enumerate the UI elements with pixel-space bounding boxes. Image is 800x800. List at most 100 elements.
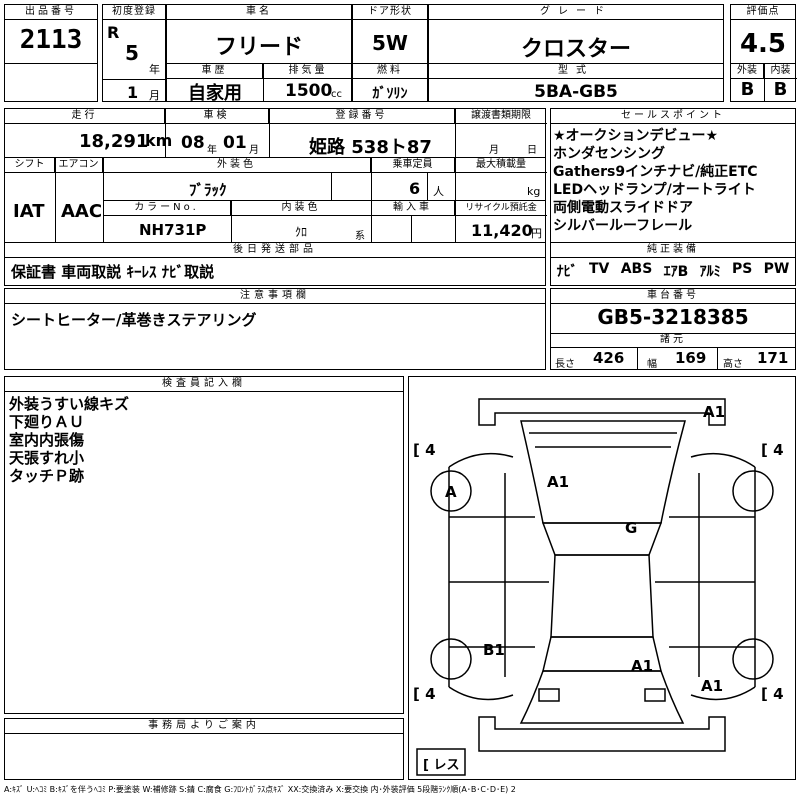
door-cell: ドア形状 5W 燃料 ｶﾞｿﾘﾝ [352,4,428,102]
tire-front-left: [ 4 [413,441,436,459]
equipment-item: PW [763,261,790,277]
sales-point: 両側電動スライドドア [553,200,693,216]
recycle-unit: 円 [531,227,542,240]
inspector-label: 検査員記入欄 [5,377,403,392]
equipment-item: TV [588,261,610,277]
max-load-unit: kg [527,185,541,198]
inspection-month: 01 [223,133,247,153]
sales-points-list: ★オークションデビュー★ ホンダセンシング Gathers9インチナビ/純正ET… [553,127,758,235]
chassis-label: 車台番号 [551,289,795,304]
inspector-note: 天張すれ小 [9,449,85,467]
grade: クロスター [520,37,631,62]
parts-label: 後日発送部品 [5,243,545,258]
height: 171 [757,349,789,367]
tire-rear-right: [ 4 [761,685,784,703]
max-load-label: 最大積載量 [455,158,547,173]
sales-points-label: セールスポイント [551,109,795,124]
width-label: 幅 [647,359,657,370]
model-label: 型式 [429,64,723,79]
capacity: 6 [409,179,421,198]
car-diagram: [ 4 [ 4 [ 4 [ 4 [ レス A1 A1 A G B1 A1 A1 [413,398,784,776]
inspection-year: 08 [181,133,205,153]
model-code: 5BA-GB5 [534,82,618,102]
grade-label: グレード [429,5,723,20]
notes-text: シートヒーター/革巻きステアリング [11,311,257,329]
tire-rear-left: [ 4 [413,685,436,703]
car-name: フリード [214,35,303,60]
door-label: ドア形状 [353,5,427,20]
inspector-note: 外装うすい線キズ [9,395,130,413]
first-registration-label: 初度登録 [103,5,165,20]
import-label: 輸入車 [371,201,455,216]
sales-point: ホンダセンシング [553,146,665,162]
mark-front-bumper: A1 [703,403,725,421]
later-shipped-parts: 保証書 車両取説 ｷｰﾚｽ ﾅﾋﾞ取説 [11,263,215,281]
height-label: 高さ [723,359,743,370]
spec-label: 諸元 [551,333,795,348]
interior-color-suffix: 系 [355,231,365,242]
inspector-block: 検査員記入欄 外装うすい線キズ 下廻りＡＵ 室内内張傷 天張すれ小 タッチＰ跡 [4,376,404,714]
lot-number: 2113 [19,25,83,55]
equipment-label: 純正装備 [551,243,795,258]
transfer-label: 譲渡書類期限 [455,109,547,124]
equipment-item: ABS [620,261,653,277]
inspector-notes: 外装うすい線キズ 下廻りＡＵ 室内内張傷 天張すれ小 タッチＰ跡 [9,395,129,485]
equipment-item: PS [731,261,753,277]
vehicle-info-block: 走行 車検 登録番号 譲渡書類期限 18,291 km 08 年 01 月 姫路… [4,108,547,286]
evaluation-score: 4.5 [739,29,787,59]
mark-hood: A1 [547,473,569,491]
door-type: 5W [372,31,408,55]
score-cell: 評価点 4.5 外装 内装 B B [730,4,797,102]
transfer-month-unit: 月 [489,145,499,156]
lot-number-label: 出品番号 [5,5,97,20]
interior-color: ｸﾛ [295,225,308,239]
capacity-label: 乗車定員 [371,158,455,173]
sales-point: ★オークションデビュー★ [553,128,719,144]
inspector-note: 下廻りＡＵ [9,413,85,431]
color-number: NH731P [139,221,207,239]
displacement-unit: cc [331,89,342,100]
sales-points-block: セールスポイント ★オークションデビュー★ ホンダセンシング Gathers9イ… [550,108,796,286]
color-number-label: カラーNo. [103,201,231,216]
shift-label: シフト [5,158,55,173]
ac-label: エアコン [55,158,103,173]
length-label: 長さ [555,359,575,370]
recycle-label: リサイクル預託金 [455,201,547,216]
interior-grade-label: 内装 [764,64,797,79]
inspector-note: 室内内張傷 [9,431,85,449]
tire-front-right: [ 4 [761,441,784,459]
office-block: 事務局よりご案内 [4,718,404,780]
mileage: 18,291 [79,131,149,152]
mark-rear-bumper: A1 [701,677,723,695]
exterior-color-label: 外装色 [103,158,371,173]
car-name-label: 車名 [167,5,351,20]
chassis-number: GB5-3218385 [597,305,749,329]
notes-label: 注意事項欄 [5,289,545,304]
registration-month: 1 [127,83,139,102]
era: R [107,23,120,42]
equipment-item: ｴｱB [663,264,689,280]
width: 169 [675,349,707,367]
exterior-grade: B [740,79,755,100]
capacity-unit: 人 [433,185,444,198]
mark-left-rear-door: B1 [483,641,505,659]
interior-grade: B [773,79,788,100]
mark-roof: G [625,519,637,537]
equipment-list: ﾅﾋﾞ TV ABS ｴｱB ｱﾙﾐ PS PW [551,261,795,281]
inspection-year-unit: 年 [207,145,217,156]
fuel: ｶﾞｿﾘﾝ [372,86,408,102]
registration-plate: 姫路 538ト87 [309,137,432,158]
sales-point: シルバールーフレール [553,218,693,234]
car-history: 自家用 [188,83,242,104]
exterior-color: ﾌﾞﾗｯｸ [189,181,227,199]
plate-label: 登録番号 [269,109,455,124]
transfer-day-unit: 日 [527,145,537,156]
spare-tire: [ レス [423,758,459,773]
interior-color-label: 内装色 [231,201,371,216]
equipment-item: ﾅﾋﾞ [556,264,578,280]
first-registration-cell: 初度登録 R 5 年 1 月 [102,4,166,102]
mileage-unit: km [145,131,173,150]
fuel-label: 燃料 [353,64,427,79]
notes-block: 注意事項欄 シートヒーター/革巻きステアリング [4,288,546,370]
shift-type: IAT [13,201,45,222]
